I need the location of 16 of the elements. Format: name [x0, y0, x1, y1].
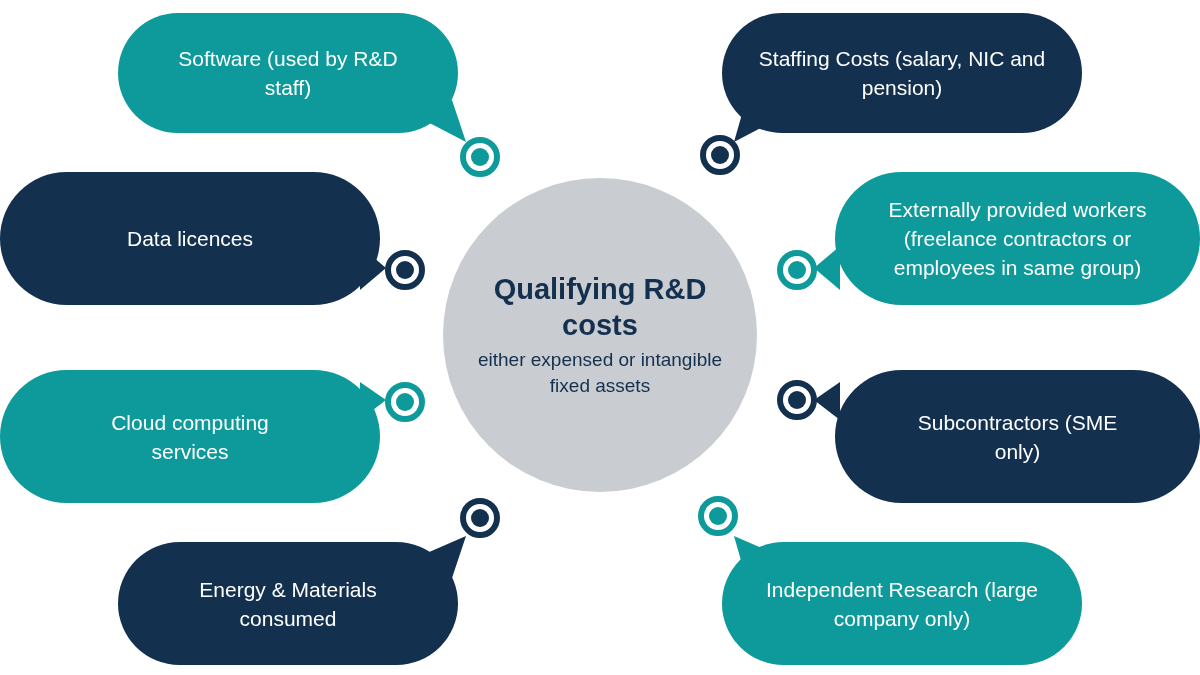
speech-bubble [0, 370, 380, 503]
center-title: Qualifying R&D costs [492, 272, 708, 343]
bubble-text: Subcontractors (SME only) [917, 409, 1118, 465]
bubble-text: Externally provided workers (freelance contractors or employees in same group) [887, 197, 1148, 281]
speech-bubble [835, 370, 1200, 503]
speech-bubble [118, 13, 458, 133]
bubble-text: Software (used by R&D staff) [177, 46, 399, 101]
bubble-text: Cloud computing services [110, 409, 270, 465]
speech-bubble [835, 172, 1200, 305]
speech-bubble [118, 542, 458, 665]
bubble-text: Energy & Materials consumed [198, 576, 378, 632]
bubble-text: Data licences [126, 226, 254, 252]
bubble-text: Staffing Costs (salary, NIC and pension) [757, 46, 1047, 101]
speech-bubble [0, 172, 380, 305]
center-subtitle: either expensed or intangible fixed assets [477, 348, 723, 398]
bubble-text: Independent Research (large company only) [765, 576, 1039, 632]
